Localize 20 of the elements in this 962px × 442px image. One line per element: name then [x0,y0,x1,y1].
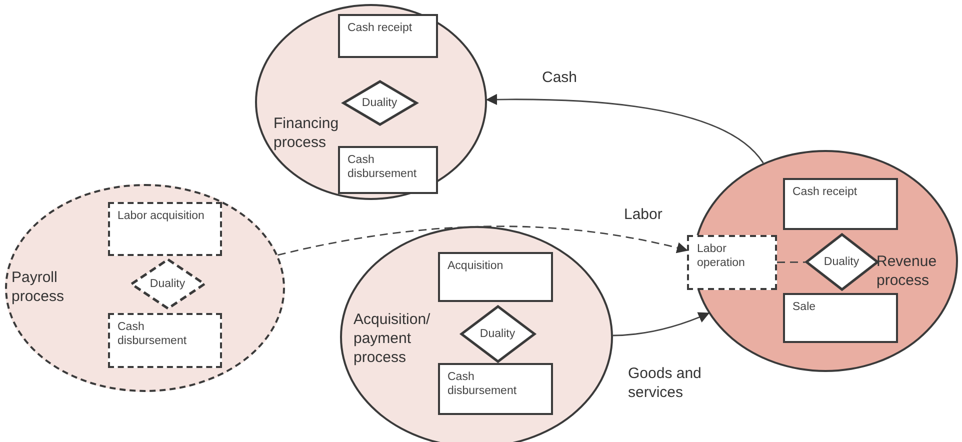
duality-diamond: Duality [342,80,418,126]
duality-diamond: Duality [460,304,536,362]
event-box: Labor operation [687,235,777,290]
event-box: Acquisition [438,252,552,302]
event-box: Cash disbursement [438,362,552,414]
event-box: Cash receipt [338,14,438,58]
event-box: Labor acquisition [108,202,222,256]
arrow [278,226,688,256]
arrow [486,94,764,164]
event-box: Cash disbursement [108,312,222,368]
event-box: Cash disbursement [338,146,438,194]
process-label: Acquisition/ payment process [354,310,432,366]
duality-diamond: Duality [130,258,206,310]
process-label: Financing process [274,114,340,152]
event-box: Cash receipt [782,178,898,230]
event-box: Sale [782,292,898,342]
arrow [612,312,710,336]
process-label: Payroll process [12,268,66,306]
duality-diamond: Duality [804,232,878,290]
process-label: Revenue process [876,252,938,290]
